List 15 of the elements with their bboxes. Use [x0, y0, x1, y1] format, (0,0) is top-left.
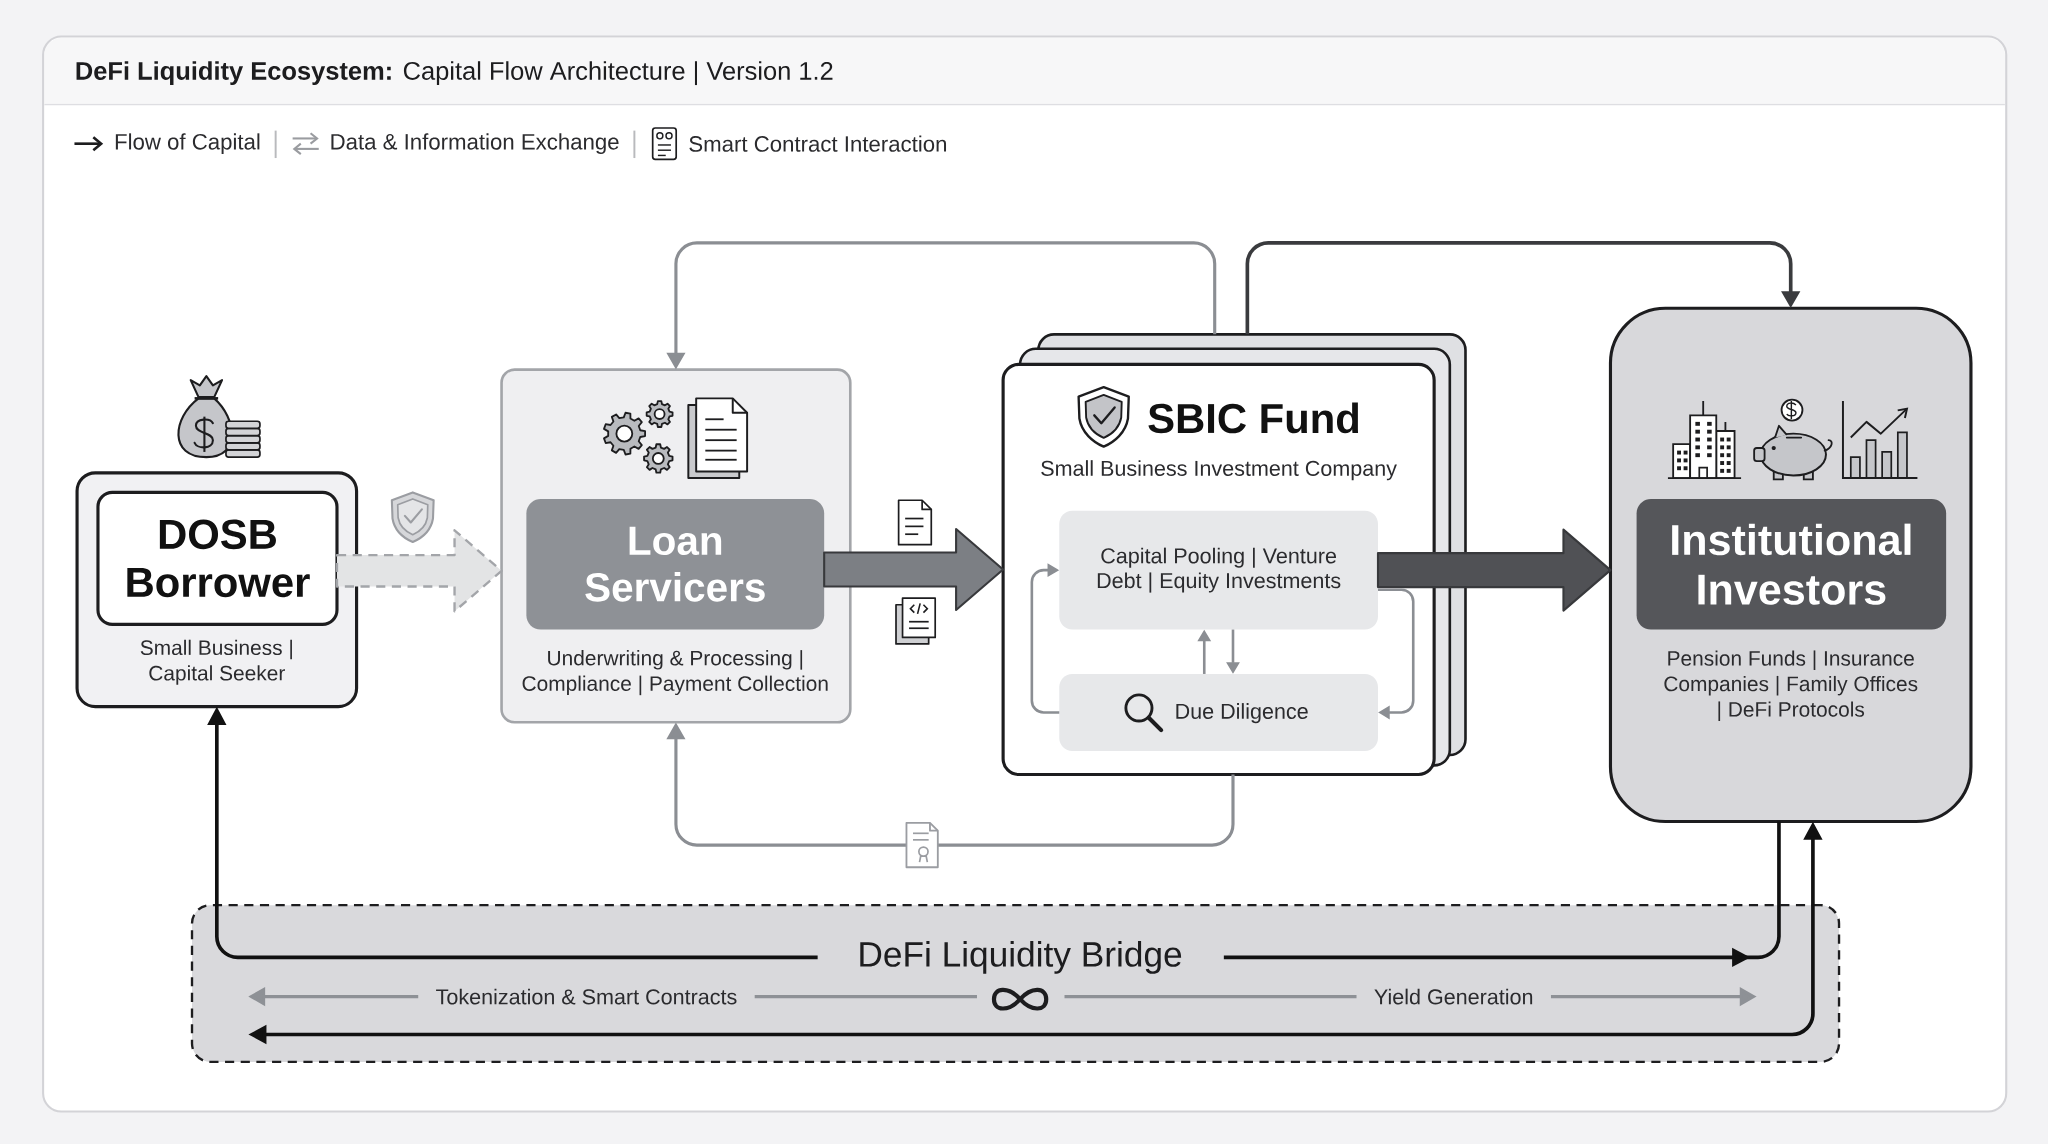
process-box: Capital Pooling | Venture Debt | Equity Investments	[1059, 510, 1378, 630]
block-arrow	[1376, 528, 1612, 612]
name-box: DOSB Borrower	[96, 490, 339, 626]
process-box: Due Diligence	[1059, 673, 1378, 751]
title: DeFi Liquidity Ecosystem: Capital Flow Architecture | Version 1.2	[76, 61, 833, 85]
legend-label: Flow of Capital	[115, 133, 260, 154]
block-arrow	[823, 527, 1005, 611]
arrow	[1245, 241, 1801, 335]
legend-label: Data & Information Exchange	[331, 133, 619, 154]
name-box: Institutional Investors	[1636, 498, 1947, 630]
arrow	[1378, 588, 1415, 720]
name-box: Loan Servicers	[526, 498, 825, 630]
dashed-band: DeFi Liquidity Bridge Tokenization & Smart Contracts Yield Generation	[190, 903, 1841, 1063]
block-arrow	[335, 529, 503, 613]
legend-label: Smart Contract Interaction	[689, 135, 946, 152]
